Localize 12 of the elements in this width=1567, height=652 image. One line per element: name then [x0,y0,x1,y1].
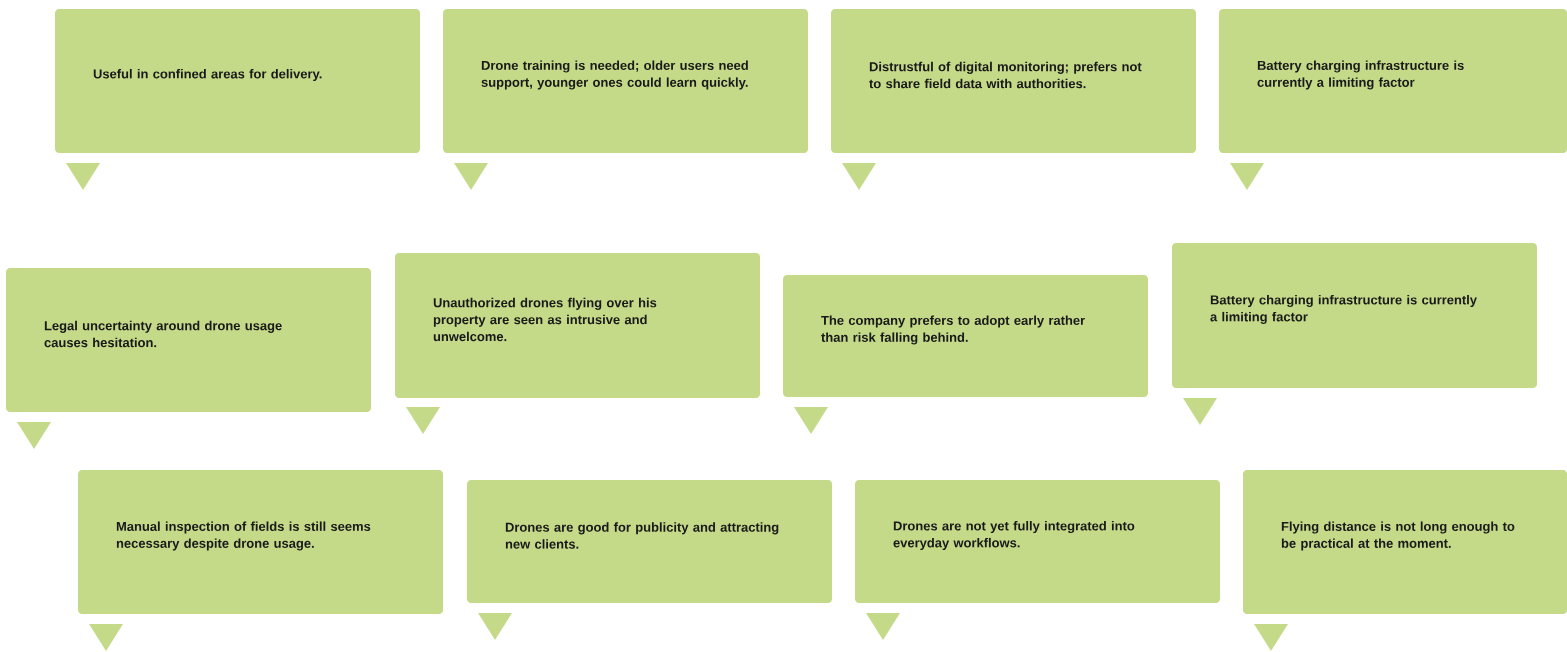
callout-box: Legal uncertainty around drone usage causes hesitation. [6,268,371,449]
callout-box: Drones are good for publicity and attracting new clients. [467,480,832,640]
callout-box: Flying distance is not long enough to be practical at the moment. [1243,470,1567,651]
callout-box: The company prefers to adopt early rather than risk falling behind. [783,275,1148,434]
callout-box: Battery charging infrastructure is currently a limiting factor [1172,243,1537,425]
callout-box: Battery charging infrastructure is currently a limiting factor [1219,9,1567,190]
callout-box: Drones are not yet fully integrated into everyday workflows. [855,480,1220,640]
callout-box: Unauthorized drones flying over his property are seen as intrusive and unwelcome. [395,253,760,434]
callout-box: Useful in confined areas for delivery. [55,9,420,190]
callout-box: Manual inspection of fields is still seems necessary despite drone usage. [78,470,443,651]
callout-box: Drone training is needed; older users need support, younger ones could learn quickly. [443,9,808,190]
callout-box: Distrustful of digital monitoring; prefers not to share field data with authorities. [831,9,1196,190]
